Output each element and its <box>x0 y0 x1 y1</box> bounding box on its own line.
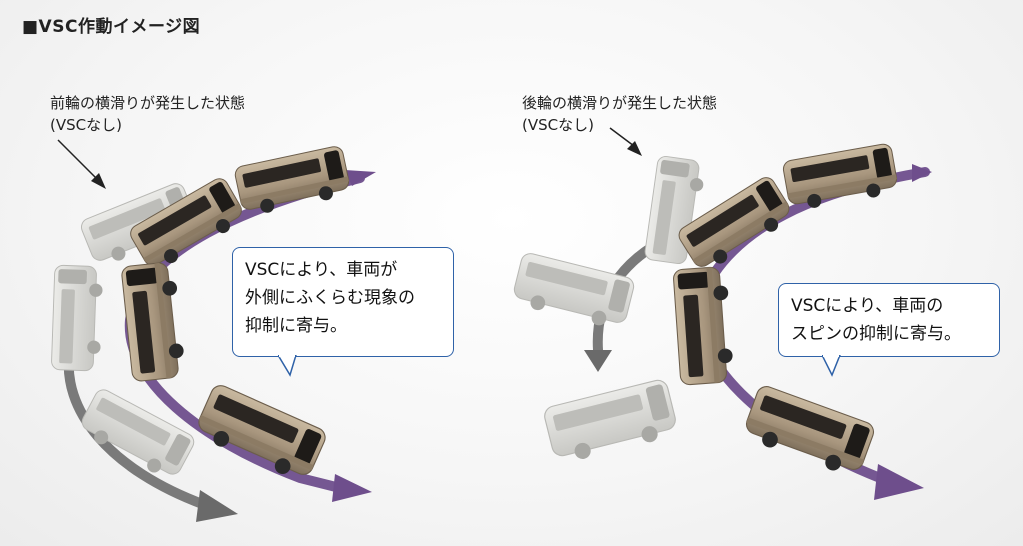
left-bus-ghost <box>50 264 104 372</box>
right-condition-label-line: 後輪の横滑りが発生した状態 <box>522 94 718 112</box>
left-vsc-arrowhead <box>332 474 372 502</box>
right-condition-label: 後輪の横滑りが発生した状態 (VSCなし) <box>522 92 717 136</box>
right-no-vsc-arrowhead <box>584 350 612 372</box>
left-no-vsc-arrowhead <box>196 490 238 522</box>
right-callout-line: スピンの抑制に寄与。 <box>791 324 961 344</box>
left-condition-label: 前輪の横滑りが発生した状態 (VSCなし) <box>50 92 245 136</box>
right-bus-ghost <box>541 377 681 467</box>
page-title: ■VSC作動イメージ図 <box>22 17 201 37</box>
right-callout-tail <box>822 355 841 377</box>
right-pointer-arrowhead <box>627 141 642 156</box>
right-vsc-arrowhead <box>874 464 924 500</box>
right-bus-vsc <box>740 383 877 481</box>
left-vsc-callout: VSCにより、車両が 外側にふくらむ現象の 抑制に寄与。 <box>232 247 454 357</box>
left-callout-line: 外側にふくらむ現象の <box>245 288 415 308</box>
left-vsc-path-start <box>345 170 376 186</box>
left-condition-label-line: 前輪の横滑りが発生した状態 <box>50 94 246 112</box>
right-vsc-path-start <box>912 164 932 182</box>
left-bus-vsc <box>191 381 329 486</box>
left-callout-line: VSCにより、車両が <box>245 260 398 280</box>
left-callout-line: 抑制に寄与。 <box>245 316 347 336</box>
left-callout-tail <box>278 355 297 377</box>
right-vsc-callout: VSCにより、車両の スピンの抑制に寄与。 <box>778 283 1000 357</box>
right-condition-label-line: (VSCなし) <box>522 116 594 134</box>
left-bus-vsc <box>233 144 353 219</box>
right-bus-ghost <box>510 251 637 333</box>
left-condition-label-line: (VSCなし) <box>50 116 122 134</box>
right-pointer-line <box>609 127 635 147</box>
right-bus-vsc <box>781 142 900 213</box>
right-callout-line: VSCにより、車両の <box>791 296 944 316</box>
left-pointer-arrowhead <box>91 173 106 189</box>
right-bus-vsc <box>672 265 735 386</box>
left-pointer-line <box>57 139 99 181</box>
left-bus-vsc <box>120 260 187 383</box>
